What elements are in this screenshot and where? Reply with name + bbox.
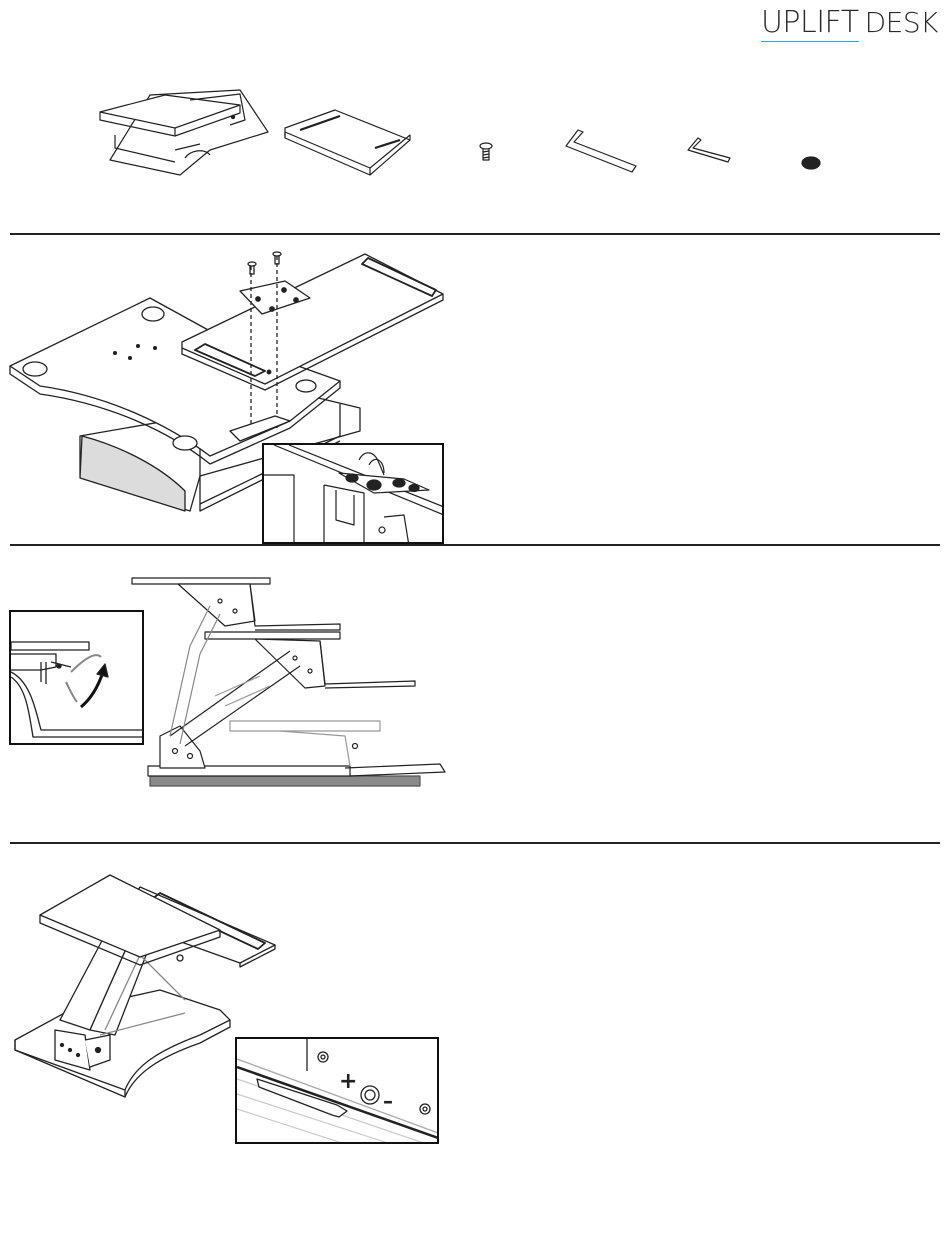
logo-sub-text: DESK <box>865 8 938 42</box>
standing-desk-converter-icon <box>100 90 268 175</box>
keyboard-tray-icon <box>285 110 410 175</box>
section-divider <box>10 842 940 844</box>
brand-logo: UPLIFT DESK <box>761 6 938 42</box>
step-height-adjust <box>0 546 950 842</box>
step-tension-adjust: + – <box>0 845 950 1165</box>
section-divider <box>10 233 940 235</box>
screw-icon <box>480 143 492 160</box>
tension-decrease-symbol: – <box>383 1089 393 1113</box>
tension-knob-detail-inset: + – <box>235 1037 439 1144</box>
rubber-foot-pad-icon <box>802 157 820 169</box>
step-keyboard-tray-attach <box>0 236 950 544</box>
logo-brand-text: UPLIFT <box>761 8 859 42</box>
tension-increase-symbol: + <box>339 1069 357 1094</box>
release-lever-detail-inset <box>9 610 144 745</box>
small-allen-key-icon <box>688 138 730 162</box>
large-allen-key-icon <box>566 130 636 172</box>
tray-attach-detail-inset <box>262 443 444 544</box>
parts-list <box>0 80 950 190</box>
